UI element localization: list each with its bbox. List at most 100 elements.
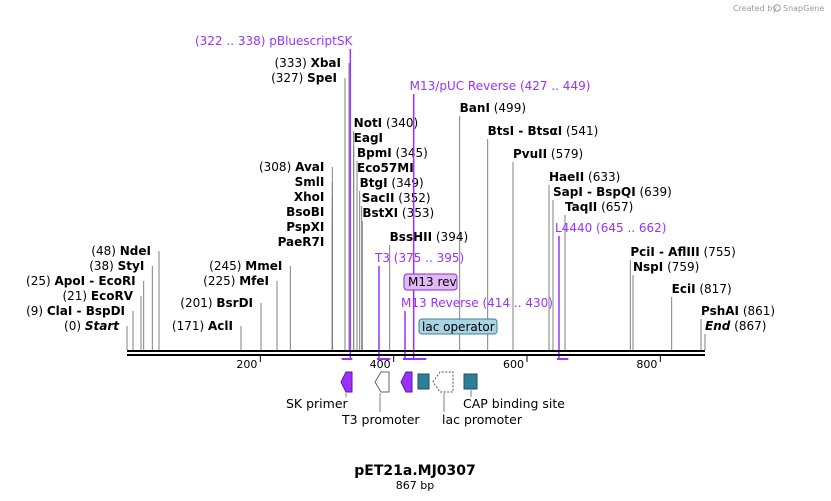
enzyme-label-sacii: SacII (352)	[362, 191, 431, 205]
enzyme-sapi-bspqi[interactable]: SapI - BspQI (639)	[553, 185, 672, 199]
enzyme-position: (633)	[584, 170, 620, 184]
enzyme-end[interactable]: End (867)	[705, 319, 766, 333]
enzyme-paer7i[interactable]: PaeR7I	[278, 235, 325, 249]
enzyme-name: ClaI - BspDI	[47, 304, 125, 318]
enzyme-label-xhoi: XhoI	[294, 190, 325, 204]
enzyme-label-styi: (38) StyI	[89, 259, 144, 273]
enzyme-eco57mi[interactable]: Eco57MI	[357, 161, 414, 175]
enzyme-name: PspXI	[286, 220, 324, 234]
enzyme-start[interactable]: (0) Start	[64, 319, 120, 333]
enzyme-mmei[interactable]: (245) MmeI	[209, 259, 282, 273]
enzyme-label-apoi-ecori: (25) ApoI - EcoRI	[26, 274, 136, 288]
scale-tick-label: 200	[236, 358, 257, 371]
primer-t3[interactable]: T3 (375 .. 395)	[374, 251, 464, 360]
enzyme-name: End	[705, 319, 731, 333]
primer-label-m13-puc-reverse: M13/pUC Reverse (427 .. 449)	[410, 79, 591, 93]
enzyme-taqii[interactable]: TaqII (657)	[565, 200, 633, 214]
enzyme-nspi[interactable]: NspI (759)	[633, 260, 699, 274]
primer-l4440[interactable]: L4440 (645 .. 662)	[555, 221, 666, 360]
enzyme-acli[interactable]: (171) AclI	[172, 319, 233, 333]
enzyme-name: BtsI - BtsαI	[488, 124, 563, 138]
enzyme-mfei[interactable]: (225) MfeI	[203, 274, 269, 288]
enzyme-label-noti: NotI (340)	[354, 116, 419, 130]
feature-label-cap-binding-site: CAP binding site	[463, 396, 565, 411]
enzyme-name: MmeI	[245, 259, 282, 273]
enzyme-position: (171)	[172, 319, 208, 333]
enzyme-bsobi[interactable]: BsoBI	[286, 205, 324, 219]
enzyme-position: (0)	[64, 319, 85, 333]
enzyme-name: EciI	[672, 282, 696, 296]
enzyme-label-pspxi: PspXI	[286, 220, 324, 234]
enzyme-position: (38)	[89, 259, 117, 273]
feature-m13-rev-arrow[interactable]	[400, 371, 413, 393]
enzyme-name: TaqII	[565, 200, 597, 214]
feature-lac-operator-box[interactable]	[417, 373, 430, 390]
enzyme-bsshii[interactable]: BssHII (394)	[390, 230, 469, 244]
enzyme-bstxi[interactable]: BstXI (353)	[362, 206, 434, 220]
enzyme-pspxi[interactable]: PspXI	[286, 220, 324, 234]
enzyme-noti[interactable]: NotI (340)	[354, 116, 419, 130]
enzyme-sacii[interactable]: SacII (352)	[362, 191, 431, 205]
enzyme-label-start: (0) Start	[64, 319, 120, 333]
enzyme-btsi-bts-i[interactable]: BtsI - BtsαI (541)	[488, 124, 599, 138]
enzyme-pshai[interactable]: PshAI (861)	[701, 304, 775, 318]
enzyme-position: (225)	[203, 274, 239, 288]
enzyme-position: (353)	[398, 206, 434, 220]
feature-cap-binding-box[interactable]	[463, 373, 478, 390]
enzyme-position: (755)	[700, 245, 736, 259]
enzyme-name: EcoRV	[91, 289, 134, 303]
enzyme-label-ecorv: (21) EcoRV	[62, 289, 133, 303]
enzyme-bsrdi[interactable]: (201) BsrDI	[180, 296, 253, 310]
enzyme-btgi[interactable]: BtgI (349)	[360, 176, 424, 190]
enzyme-apoi-ecori[interactable]: (25) ApoI - EcoRI	[26, 274, 136, 288]
enzyme-label-acli: (171) AclI	[172, 319, 233, 333]
enzyme-name: SacII	[362, 191, 395, 205]
enzyme-position: (394)	[432, 230, 468, 244]
enzyme-ecorv[interactable]: (21) EcoRV	[62, 289, 133, 303]
enzyme-label-mfei: (225) MfeI	[203, 274, 269, 288]
primer-m13-reverse[interactable]: M13 Reverse (414 .. 430)	[401, 296, 553, 360]
enzyme-ecii[interactable]: EciI (817)	[672, 282, 732, 296]
enzyme-pvuii[interactable]: PvuII (579)	[513, 147, 583, 161]
enzyme-pcii-afliii[interactable]: PciI - AflIII (755)	[630, 245, 736, 259]
enzyme-position: (201)	[180, 296, 216, 310]
badge-lac-operator[interactable]: lac operator	[418, 318, 498, 335]
feature-sk-primer-arrow[interactable]	[340, 371, 353, 393]
enzyme-eagi[interactable]: EagI	[354, 131, 383, 145]
enzyme-name: NdeI	[120, 244, 151, 258]
scale-tick-label: 800	[636, 358, 657, 371]
enzyme-label-btsi-bts-i: BtsI - BtsαI (541)	[488, 124, 599, 138]
enzyme-label-pshai: PshAI (861)	[701, 304, 775, 318]
enzyme-position: (25)	[26, 274, 54, 288]
enzyme-ndei[interactable]: (48) NdeI	[91, 244, 151, 258]
enzyme-xbai[interactable]: (333) XbaI	[275, 56, 342, 70]
enzyme-name: PshAI	[701, 304, 739, 318]
badge-lac-operator-label: lac operator	[422, 320, 495, 334]
enzyme-haeii[interactable]: HaeII (633)	[549, 170, 620, 184]
sequence-backbone	[127, 350, 705, 356]
enzyme-name: SmlI	[295, 175, 325, 189]
enzyme-name: SapI - BspQI	[553, 185, 636, 199]
enzyme-name: AclI	[208, 319, 233, 333]
enzyme-label-smli: SmlI	[295, 175, 325, 189]
feature-lac-promoter-arrow[interactable]	[432, 371, 454, 393]
enzyme-label-bpmi: BpmI (345)	[357, 146, 428, 160]
primer-pbluescriptsk[interactable]: (322 .. 338) pBluescriptSK	[195, 34, 353, 360]
enzyme-bpmi[interactable]: BpmI (345)	[357, 146, 428, 160]
enzyme-name: PciI - AflIII	[630, 245, 699, 259]
enzyme-avai[interactable]: (308) AvaI	[259, 160, 324, 174]
enzyme-labels: (0) Start(9) ClaI - BspDI(21) EcoRV(25) …	[26, 56, 775, 333]
enzyme-clai-bspdi[interactable]: (9) ClaI - BspDI	[26, 304, 125, 318]
enzyme-position: (867)	[730, 319, 766, 333]
enzyme-spei[interactable]: (327) SpeI	[271, 71, 337, 85]
enzyme-xhoi[interactable]: XhoI	[294, 190, 325, 204]
badge-m13-rev[interactable]: M13 rev	[403, 273, 458, 291]
enzyme-styi[interactable]: (38) StyI	[89, 259, 144, 273]
enzyme-bani[interactable]: BanI (499)	[460, 101, 526, 115]
enzyme-smli[interactable]: SmlI	[295, 175, 325, 189]
enzyme-label-clai-bspdi: (9) ClaI - BspDI	[26, 304, 125, 318]
feature-t3-promoter-arrow[interactable]	[374, 371, 390, 393]
enzyme-label-btgi: BtgI (349)	[360, 176, 424, 190]
primer-m13-puc-reverse[interactable]: M13/pUC Reverse (427 .. 449)	[410, 79, 591, 360]
